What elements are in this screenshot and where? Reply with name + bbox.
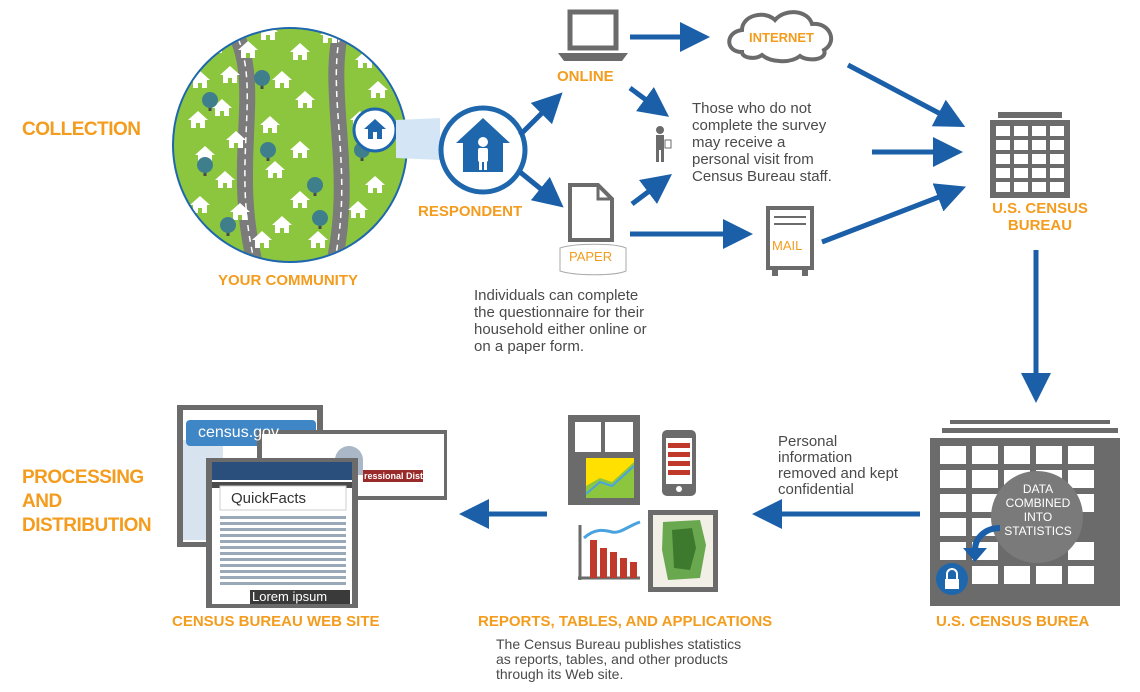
- data-combined-line-1: DATA: [1022, 482, 1054, 496]
- lorem-ipsum-label: Lorem ipsum: [252, 589, 328, 604]
- note-individuals-line-4: on a paper form.: [474, 338, 585, 355]
- section-processing-line-2: AND: [22, 491, 62, 512]
- data-combined-line-3: INTO: [1023, 510, 1053, 524]
- laptop-icon: [558, 9, 628, 61]
- note-personal-line-3: removed and kept: [778, 465, 899, 482]
- mailbox-icon: [766, 206, 814, 276]
- note-visit-line-5: Census Bureau staff.: [692, 168, 832, 185]
- label-bureau-top-line-1: U.S. CENSUS: [992, 200, 1088, 217]
- arrow-mail-bureau: [821, 183, 967, 245]
- note-visit-line-4: personal visit from: [692, 151, 814, 168]
- note-publishes: The Census Bureau publishes statistics a…: [496, 637, 741, 682]
- note-visit-line-3: may receive a: [692, 134, 786, 151]
- label-website: CENSUS BUREAU WEB SITE: [172, 613, 380, 630]
- census-building-bottom-icon: [930, 420, 1120, 606]
- note-publishes-line-3: through its Web site.: [496, 666, 624, 682]
- note-personal-line-4: confidential: [778, 481, 854, 498]
- data-combined-line-4: STATISTICS: [1004, 524, 1072, 538]
- arrow-internet-bureau: [846, 62, 966, 128]
- quickfacts-label: QuickFacts: [231, 490, 307, 507]
- census-staff-icon: [656, 126, 672, 162]
- note-visit-line-1: Those who do not: [692, 100, 812, 117]
- label-paper: PAPER: [569, 249, 613, 264]
- cloud-icon: [727, 10, 834, 64]
- arrow-respondent-paper: [518, 170, 564, 208]
- section-processing-line-1: PROCESSING: [22, 467, 144, 488]
- arrow-respondent-online: [518, 92, 563, 137]
- reports-icons: [568, 415, 718, 592]
- note-personal-line-1: Personal: [778, 433, 838, 450]
- paper-icon: [559, 183, 627, 276]
- flow-arrows: [459, 22, 1051, 529]
- census-building-top-icon: [990, 112, 1070, 198]
- label-your-community: YOUR COMMUNITY: [218, 272, 358, 289]
- district-banner-label: ressional District: [364, 471, 438, 481]
- label-bureau-top-line-2: BUREAU: [1007, 217, 1073, 234]
- note-personal-info: Personal information removed and kept co…: [778, 434, 898, 498]
- label-respondent: RESPONDENT: [418, 203, 523, 220]
- section-processing-title: PROCESSING AND DISTRIBUTION: [22, 466, 152, 538]
- note-individuals-line-1: Individuals can complete: [474, 287, 639, 304]
- community-map: [172, 27, 408, 263]
- note-visit-line-2: complete the survey: [692, 117, 827, 134]
- respondent-icon: [438, 105, 528, 195]
- label-mail: MAIL: [772, 238, 803, 253]
- note-individuals-line-2: the questionnaire for their: [474, 304, 645, 321]
- section-collection-title: COLLECTION: [22, 119, 141, 140]
- label-online: ONLINE: [557, 68, 614, 85]
- data-combined-label: DATA COMBINED INTO STATISTICS: [995, 482, 1081, 538]
- data-combined-line-2: COMBINED: [1005, 496, 1071, 510]
- note-publishes-line-2: as reports, tables, and other products: [496, 651, 728, 667]
- label-reports: REPORTS, TABLES, AND APPLICATIONS: [478, 613, 773, 630]
- community-connector: [396, 118, 440, 160]
- census-gov-label: census.gov: [198, 424, 279, 441]
- arrow-paper-visit: [630, 174, 672, 206]
- note-personal-visit: Those who do not complete the survey may…: [692, 100, 832, 185]
- section-processing-line-3: DISTRIBUTION: [22, 515, 152, 536]
- note-individuals-line-3: household either online or: [474, 321, 647, 338]
- note-publishes-line-1: The Census Bureau publishes statistics: [496, 636, 742, 652]
- website-screens-icon: [177, 405, 447, 608]
- label-bureau-bottom: U.S. CENSUS BUREA: [936, 613, 1090, 630]
- note-individuals: Individuals can complete the questionnai…: [474, 287, 647, 355]
- label-internet: INTERNET: [749, 30, 814, 45]
- arrow-online-visit: [628, 85, 670, 117]
- note-personal-line-2: information: [778, 449, 853, 466]
- label-bureau-top: U.S. CENSUS BUREAU: [980, 200, 1100, 234]
